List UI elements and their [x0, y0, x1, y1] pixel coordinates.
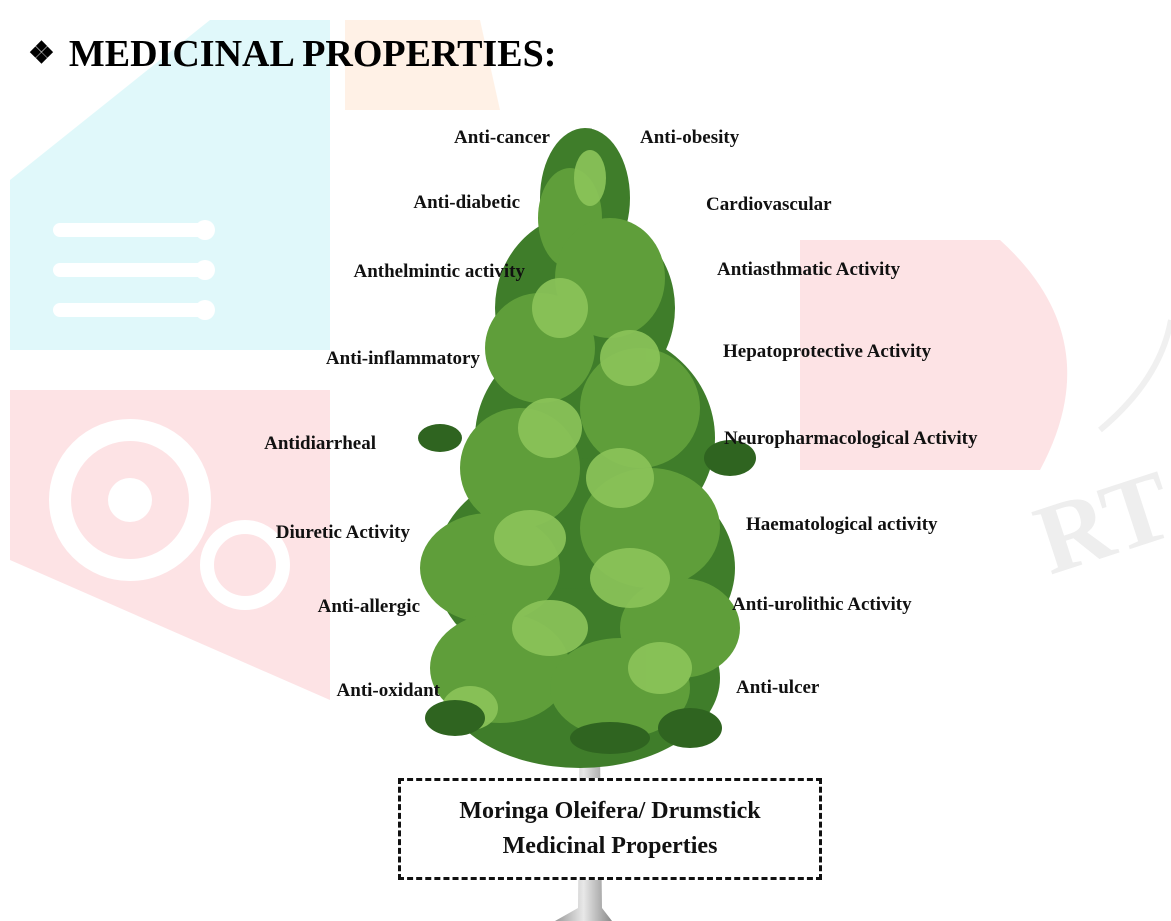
label-antiasthmatic-activity: Antiasthmatic Activity — [717, 259, 900, 281]
label-anti-urolithic-activity: Anti-urolithic Activity — [732, 594, 912, 616]
label-anti-oxidant: Anti-oxidant — [337, 680, 440, 702]
label-neuropharmacological-activity: Neuropharmacological Activity — [724, 428, 977, 450]
caption-line-1: Moringa Oleifera/ Drumstick — [459, 794, 760, 829]
label-hepatoprotective-activity: Hepatoprotective Activity — [723, 341, 931, 363]
diamond-bullet-icon: ❖ — [28, 39, 55, 69]
label-anti-allergic: Anti-allergic — [318, 596, 420, 618]
label-cardiovascular: Cardiovascular — [706, 194, 832, 216]
svg-text:RT: RT — [1022, 449, 1171, 596]
section-heading: ❖ MEDICINAL PROPERTIES: — [28, 32, 556, 76]
label-haematological-activity: Haematological activity — [746, 514, 938, 536]
caption-line-2: Medicinal Properties — [503, 829, 718, 864]
label-anti-cancer: Anti-cancer — [454, 127, 550, 149]
label-anthelmintic-activity: Anthelmintic activity — [353, 261, 525, 283]
label-anti-diabetic: Anti-diabetic — [413, 192, 520, 214]
label-anti-obesity: Anti-obesity — [640, 127, 739, 149]
caption-box: Moringa Oleifera/ Drumstick Medicinal Pr… — [398, 778, 822, 880]
label-anti-ulcer: Anti-ulcer — [736, 677, 819, 699]
section-heading-text: MEDICINAL PROPERTIES: — [69, 32, 556, 76]
label-antidiarrheal: Antidiarrheal — [264, 433, 376, 455]
label-diuretic-activity: Diuretic Activity — [276, 522, 410, 544]
label-anti-inflammatory: Anti-inflammatory — [326, 348, 480, 370]
